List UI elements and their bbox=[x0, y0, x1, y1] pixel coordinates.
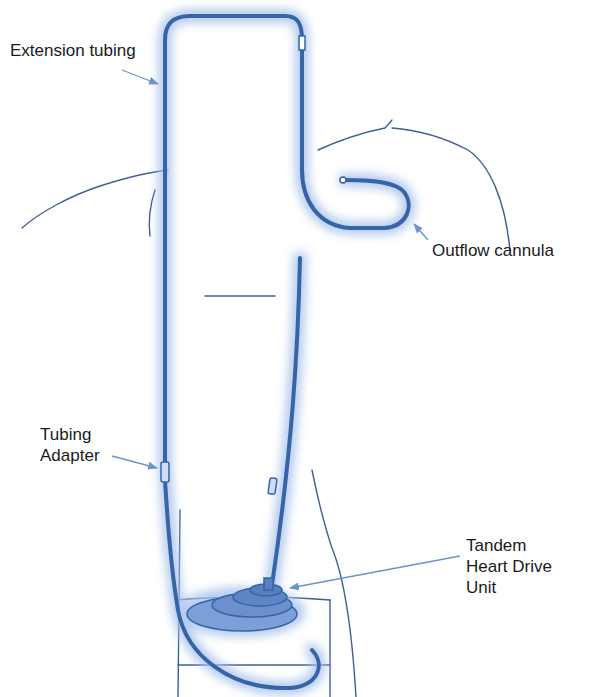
tube-connector bbox=[299, 36, 305, 50]
tubing-adapter bbox=[161, 462, 169, 482]
body-outline bbox=[22, 120, 510, 697]
drive-unit bbox=[187, 578, 297, 631]
part-label: Tandem Heart Drive Unit bbox=[466, 535, 562, 598]
tubing bbox=[165, 16, 409, 688]
leader-arrow bbox=[112, 70, 460, 588]
part-label: Extension tubing bbox=[10, 40, 170, 61]
part-label: Tubing Adapter bbox=[40, 424, 120, 466]
part-label: Outflow cannula bbox=[432, 240, 582, 261]
